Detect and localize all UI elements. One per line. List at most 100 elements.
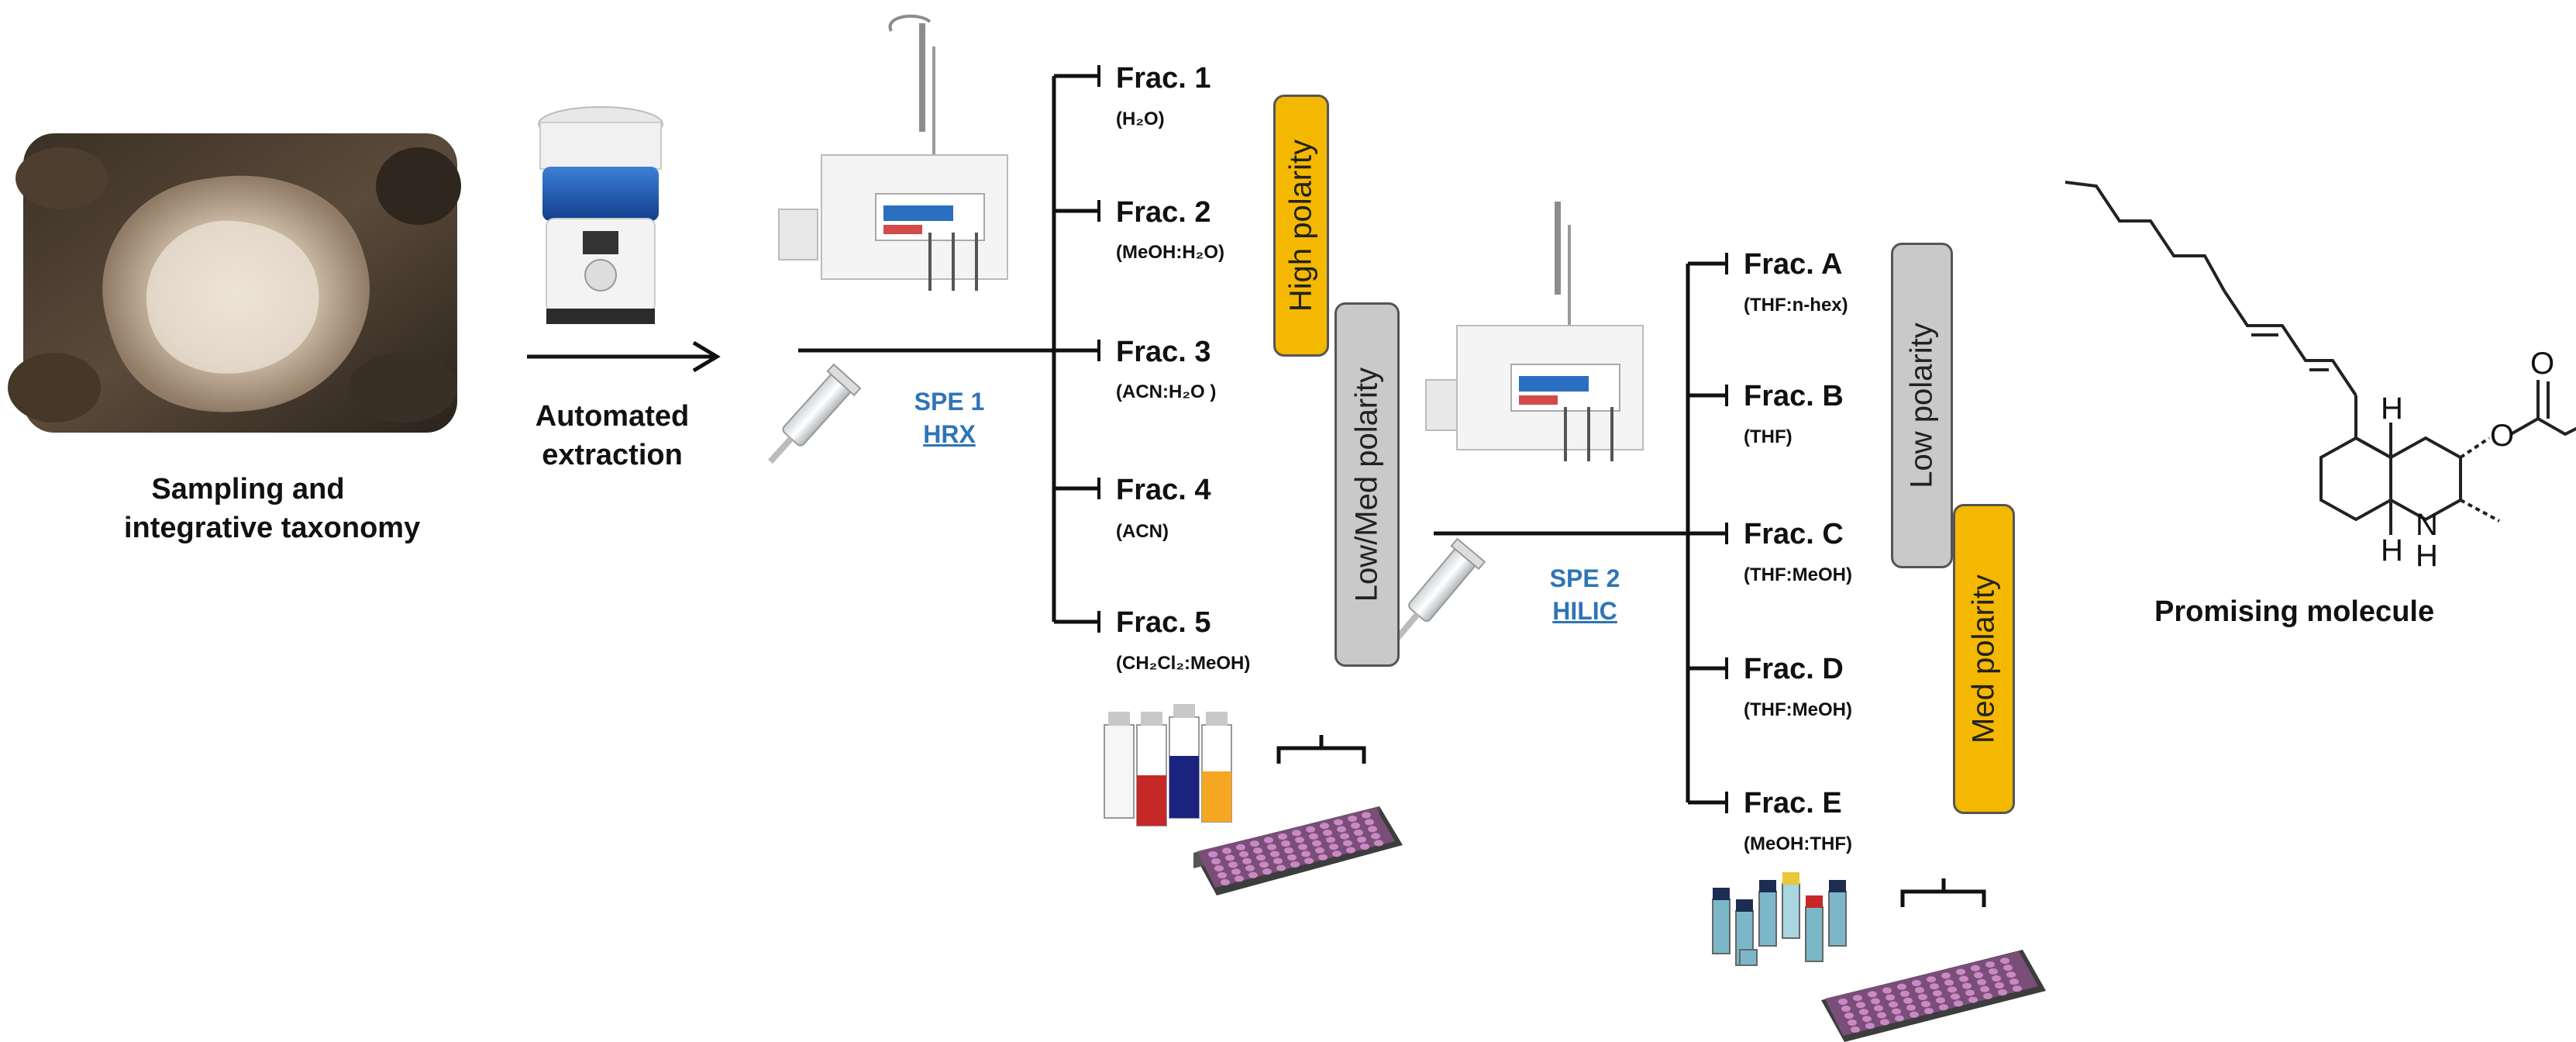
spe1-cartridge-image <box>767 363 862 464</box>
plate-well <box>1880 1019 1889 1026</box>
plate-well <box>1270 851 1279 857</box>
spe1-phase: HRX <box>923 420 976 448</box>
plate-well <box>1886 994 1895 1001</box>
plate-well <box>1915 987 1924 993</box>
plate-well <box>1900 990 1910 997</box>
plate-well <box>1337 826 1346 833</box>
frac-c-title: Frac. C <box>1744 518 1844 550</box>
plate-well <box>1217 872 1227 878</box>
spe1-branches <box>1054 65 1100 633</box>
plate-well <box>1959 975 1968 982</box>
plate-well <box>1856 1002 1865 1009</box>
plate-well <box>1264 837 1273 844</box>
plate-well <box>1859 1009 1868 1016</box>
plate-well <box>1318 854 1328 861</box>
plate-well <box>1239 851 1248 857</box>
plate-well <box>1924 1008 1934 1014</box>
spe2-phase: HILIC <box>1552 597 1617 625</box>
plate-well <box>1374 840 1383 847</box>
low-polarity-label: Low polarity <box>1904 323 1939 488</box>
plate-well <box>1236 844 1245 851</box>
plate-well <box>1851 1026 1860 1033</box>
plate-well <box>1334 819 1343 826</box>
plate-well <box>1262 868 1272 875</box>
frac-b-solvent: (THF) <box>1744 426 1793 447</box>
plate-well <box>1287 854 1297 861</box>
plate-well <box>1290 861 1300 868</box>
plate-well <box>1903 997 1913 1004</box>
plate-well <box>1329 844 1338 851</box>
plate-well <box>1304 857 1314 864</box>
plate-well <box>1221 879 1230 885</box>
spe1-robot-image <box>778 14 1008 291</box>
plate-well <box>2006 971 2016 978</box>
frac-5-solvent: (CH₂Cl₂:MeOH) <box>1116 653 1251 674</box>
plate-well <box>1954 1000 1963 1007</box>
plate-well <box>1371 833 1380 840</box>
frac-b-title: Frac. B <box>1744 380 1844 412</box>
plate-well <box>1208 851 1217 857</box>
frac-c-solvent: (THF:MeOH) <box>1744 564 1852 585</box>
plate-well <box>1971 964 1980 971</box>
spe1-vials-image <box>1104 704 1232 826</box>
plate-well <box>1253 847 1262 854</box>
plate-well <box>1250 840 1259 847</box>
plate-well <box>1927 976 1936 983</box>
plate-well <box>1838 999 1848 1005</box>
frac-d-solvent: (THF:MeOH) <box>1744 699 1852 720</box>
plate-well <box>1985 961 1995 968</box>
plate-well <box>1895 1015 1904 1022</box>
extractor-device-image <box>538 106 663 324</box>
spe1-name: SPE 1 <box>914 388 985 416</box>
plate-well <box>1242 857 1252 864</box>
plate-well <box>1346 847 1355 854</box>
plate-well <box>1354 830 1363 836</box>
plate-well <box>1968 996 1978 1003</box>
plate-well <box>1231 868 1241 875</box>
plate-well <box>1897 983 1906 990</box>
plate-well <box>1910 1011 1919 1018</box>
frac-a-title: Frac. A <box>1744 248 1843 281</box>
sampling-label: Sampling and integrative taxonomy <box>124 470 420 547</box>
med-polarity-label: Med polarity <box>1966 574 2001 744</box>
plate-well <box>1225 854 1235 861</box>
plate-well <box>1874 1005 1883 1012</box>
extraction-label-line2: extraction <box>542 439 683 471</box>
plate-well <box>1368 826 1377 833</box>
extraction-label-line1: Automated <box>535 400 690 433</box>
plate-well <box>1326 837 1335 844</box>
atom-o-ester: O <box>2490 419 2515 453</box>
low-med-polarity-label: Low/Med polarity <box>1349 367 1384 602</box>
atom-nh: H <box>2416 539 2438 573</box>
frac-a-solvent: (THF:n-hex) <box>1744 295 1848 316</box>
plate-well <box>1276 864 1286 871</box>
plate-well <box>1977 978 1986 985</box>
plate-well <box>1351 823 1360 829</box>
plate-well <box>1235 875 1244 882</box>
plate-well <box>1332 851 1341 857</box>
plate-well <box>1295 837 1304 844</box>
sampling-photo <box>8 133 461 433</box>
plate-well <box>1933 990 1942 997</box>
atom-h-top: H <box>2381 392 2403 426</box>
plate-well <box>1228 861 1238 868</box>
plate-well <box>1865 1023 1875 1030</box>
low-med-polarity-box: Low/Med polarity <box>1334 302 1400 667</box>
sampling-label-line1: Sampling and <box>151 473 345 505</box>
plate-well <box>1889 1001 1898 1008</box>
plate-well <box>1944 979 1954 986</box>
plate-well <box>1306 826 1315 833</box>
plate-well <box>1267 844 1276 851</box>
plate-well <box>1989 968 1998 975</box>
med-polarity-box: Med polarity <box>1953 504 2015 814</box>
plate-well <box>1312 840 1321 847</box>
plate-well <box>1284 847 1293 854</box>
plate-well <box>1912 980 1921 986</box>
plate-well <box>1281 840 1290 847</box>
plate-well <box>1862 1016 1872 1023</box>
plate-well <box>2000 957 2009 964</box>
plate-well <box>1983 992 1992 999</box>
plate-well <box>1844 1013 1854 1019</box>
plate-well <box>2009 978 2019 985</box>
frac-2-title: Frac. 2 <box>1116 196 1211 229</box>
